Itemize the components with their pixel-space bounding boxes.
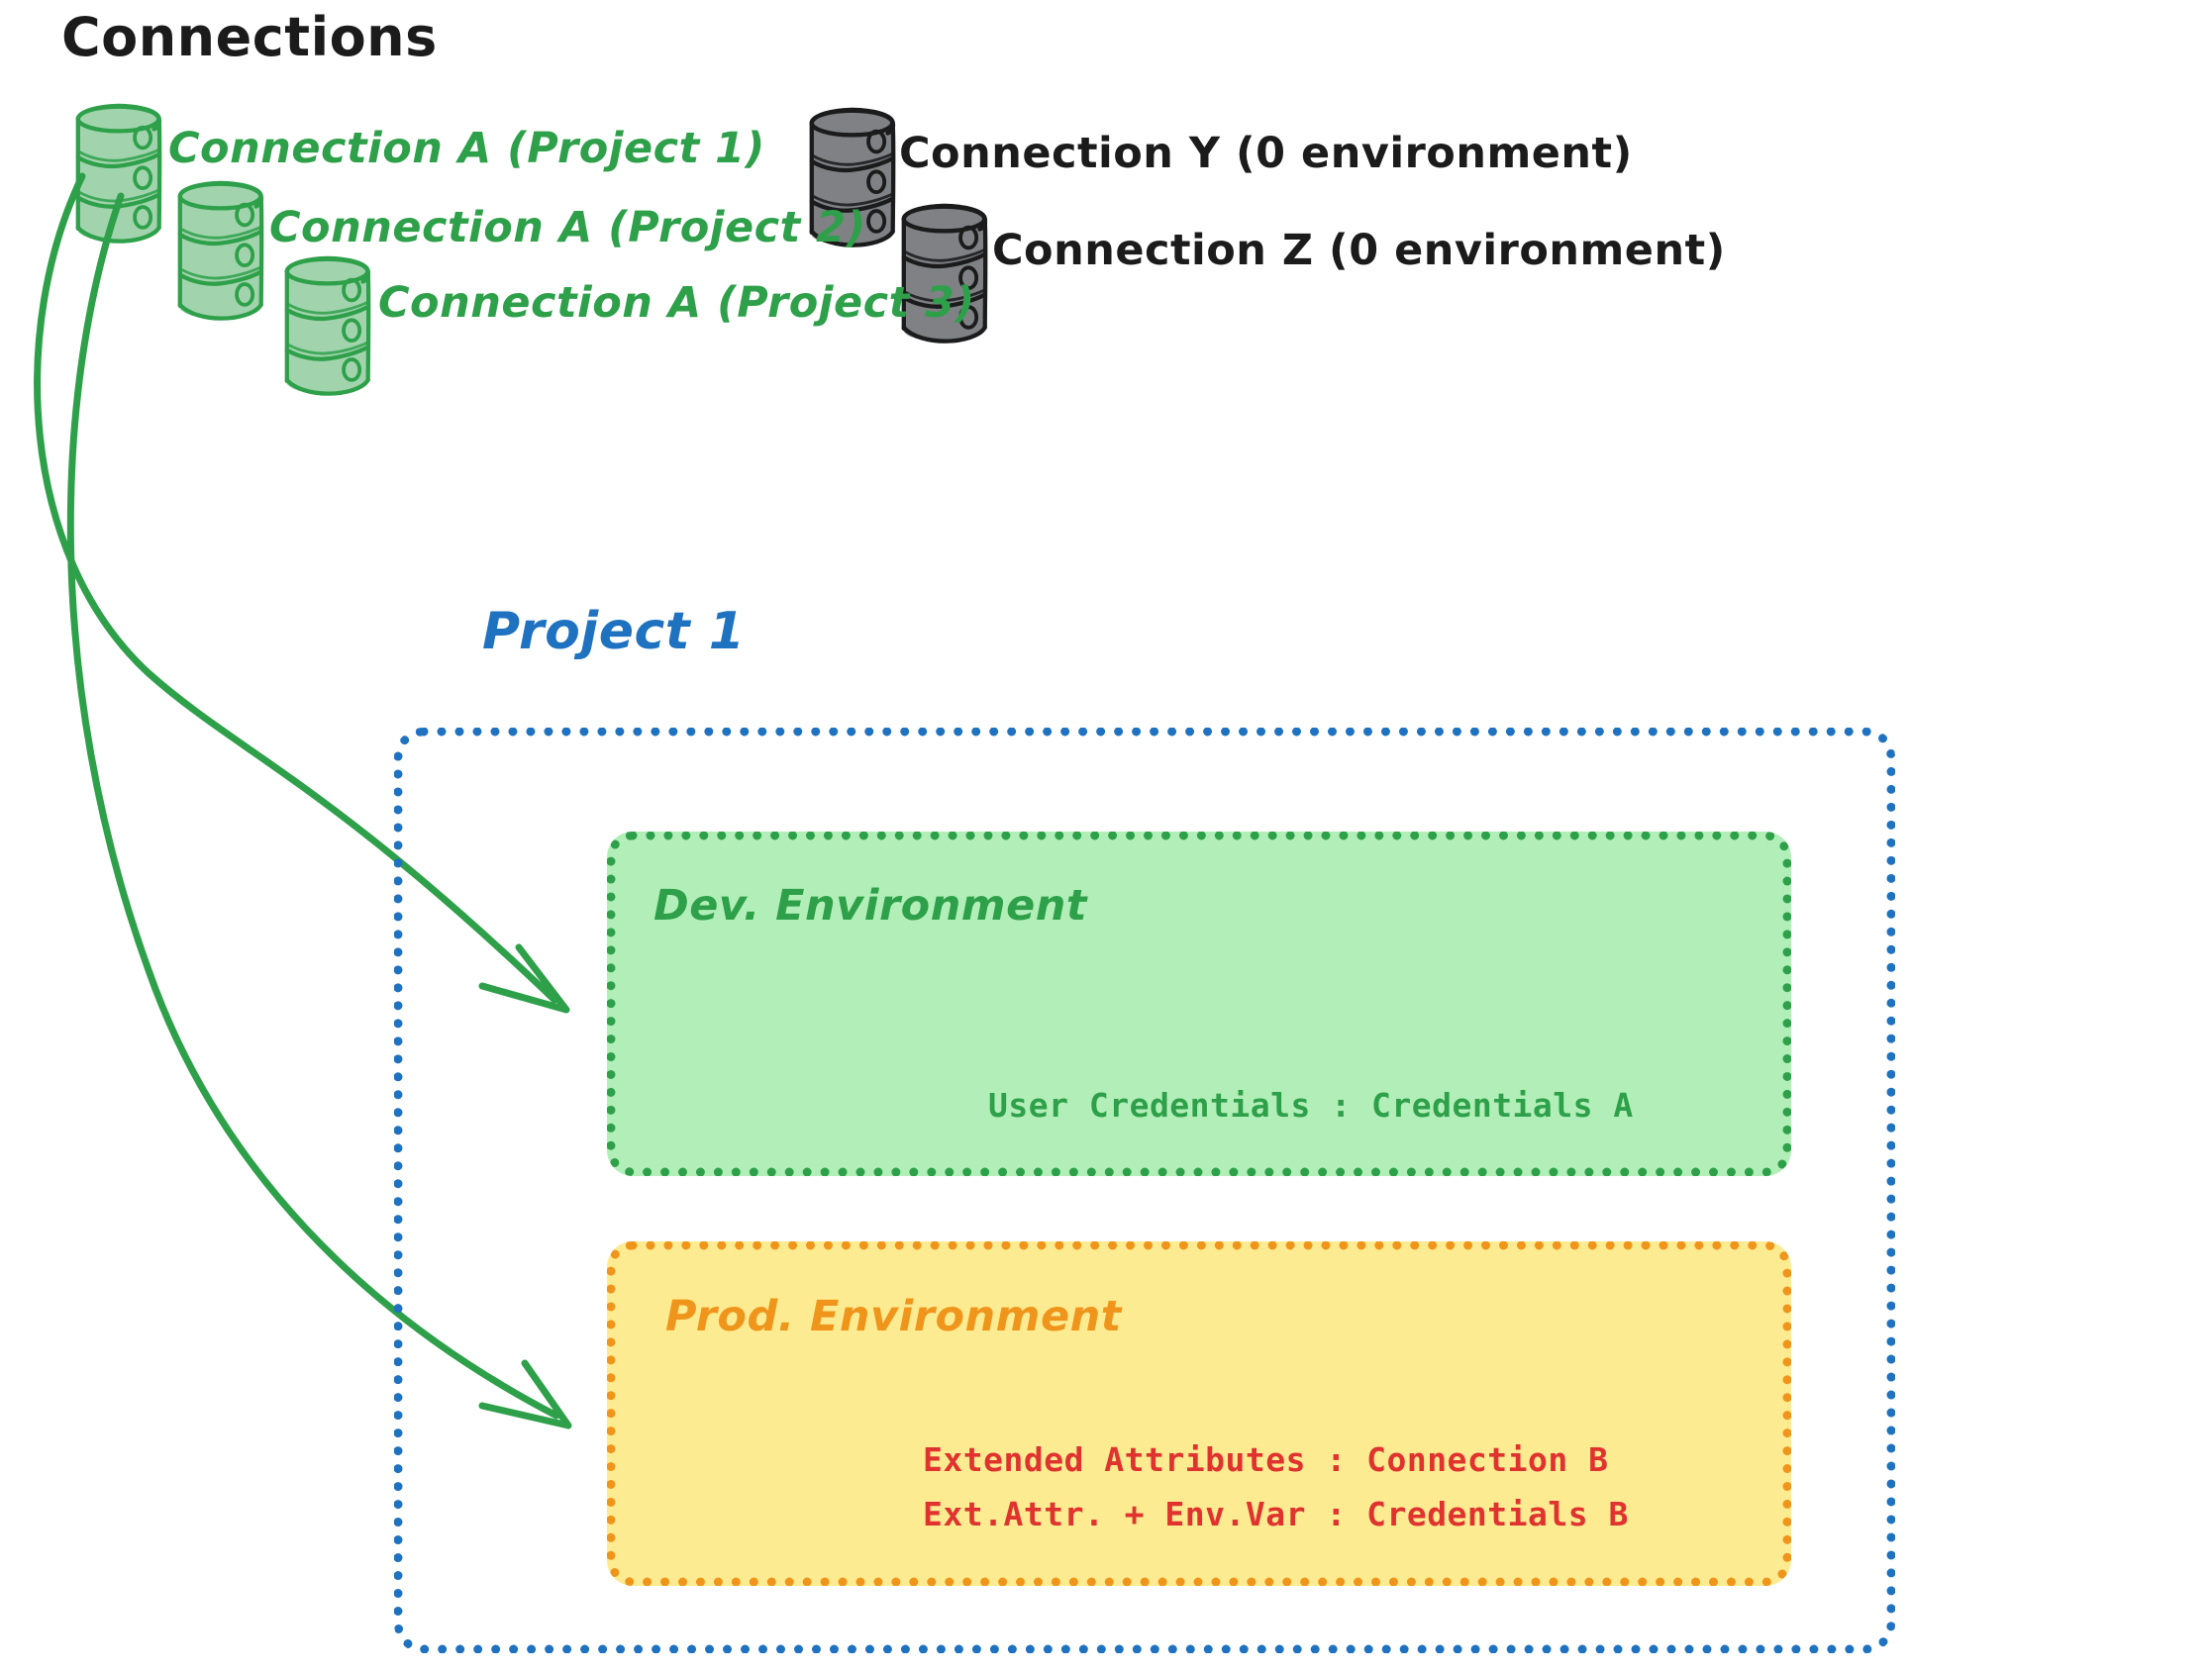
dev-environment-title: Dev. Environment — [654, 881, 1087, 931]
connection-label-y: Connection Y (0 environment) — [899, 129, 1633, 178]
connection-label-a-project-1: Connection A (Project 1) — [168, 124, 765, 173]
prod-environment-entry-2: Ext.Attr. + Env.Var : Credentials B — [923, 1495, 1629, 1533]
page-title: Connections — [61, 6, 438, 68]
prod-environment-box — [607, 1241, 1791, 1586]
arrow-connection-a-to-dev — [34, 172, 570, 1014]
connection-label-a-project-2: Connection A (Project 2) — [269, 203, 866, 252]
database-cylinder-icon — [77, 105, 159, 242]
database-cylinder-icon — [179, 182, 261, 319]
prod-environment-entry-1: Extended Attributes : Connection B — [923, 1440, 1609, 1479]
dev-environment-box — [607, 832, 1791, 1176]
database-cylinder-icon — [286, 257, 368, 394]
connection-label-z: Connection Z (0 environment) — [992, 226, 1726, 275]
project-1-container — [394, 728, 1895, 1653]
arrow-connection-a-to-prod — [66, 192, 572, 1429]
dev-environment-entry: User Credentials : Credentials A — [988, 1086, 1634, 1125]
prod-environment-title: Prod. Environment — [665, 1292, 1122, 1341]
project-title: Project 1 — [482, 602, 746, 661]
connection-label-a-project-3: Connection A (Project 3) — [378, 278, 975, 328]
